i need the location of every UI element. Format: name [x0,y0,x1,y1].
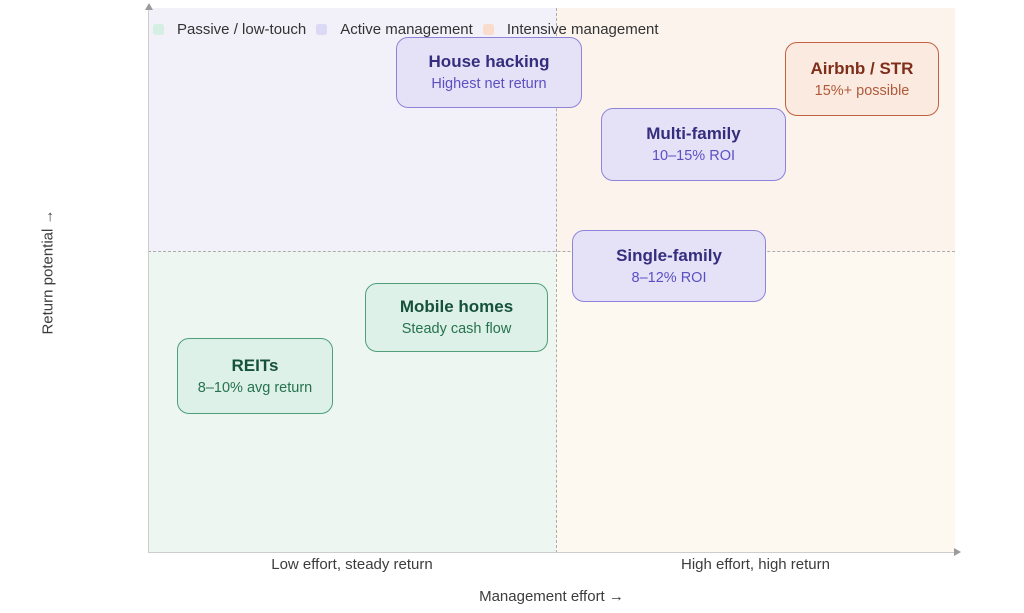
x-axis-line [148,548,961,556]
x-axis-arrow-icon [954,548,961,556]
chart-node-mobile-homes: Mobile homes Steady cash flow [365,283,548,352]
y-axis-title: Return potential → [39,209,57,335]
x-axis-title: Management effort → [479,588,624,605]
legend-label: Active management [340,21,473,38]
legend-swatch-active-icon [316,24,328,35]
node-subtitle: 8–12% ROI [631,269,707,286]
plot-area: Passive / low-touch Active management In… [145,3,961,556]
vertical-divider-dashed-line [556,8,557,553]
chart-node-house-hacking: House hacking Highest net return [396,37,582,108]
node-subtitle: Highest net return [431,76,547,93]
node-subtitle: 8–10% avg return [197,379,313,396]
chart-node-airbnb-str: Airbnb / STR 15%+ possible [785,42,939,116]
node-title: Airbnb / STR [810,58,914,78]
node-title: House hacking [428,52,550,72]
node-subtitle: 10–15% ROI [651,148,736,165]
node-subtitle: 15%+ possible [814,82,910,99]
y-axis-arrow-icon [145,3,153,10]
node-title: Multi-family [646,124,741,144]
horizontal-divider-dashed-line [148,251,955,252]
legend-swatch-intensive-icon [482,24,494,35]
legend-item-intensive: Intensive management [482,21,659,38]
x-axis-label-left: Low effort, steady return [271,556,433,573]
legend: Passive / low-touch Active management In… [153,21,659,38]
chart-node-multi-family: Multi-family 10–15% ROI [601,108,786,181]
node-title: Single-family [616,245,722,265]
legend-label: Passive / low-touch [177,21,307,38]
legend-swatch-passive-icon [153,24,164,35]
chart-node-single-family: Single-family 8–12% ROI [572,230,766,302]
node-title: Mobile homes [399,297,514,317]
chart-node-reits: REITs 8–10% avg return [177,338,333,414]
x-axis-label-right: High effort, high return [681,556,830,573]
node-subtitle: Steady cash flow [401,321,512,338]
node-title: REITs [231,355,279,375]
legend-label: Intensive management [506,21,659,38]
legend-item-active: Active management [316,21,473,38]
y-axis-line [145,3,153,553]
legend-item-passive: Passive / low-touch [153,21,306,38]
